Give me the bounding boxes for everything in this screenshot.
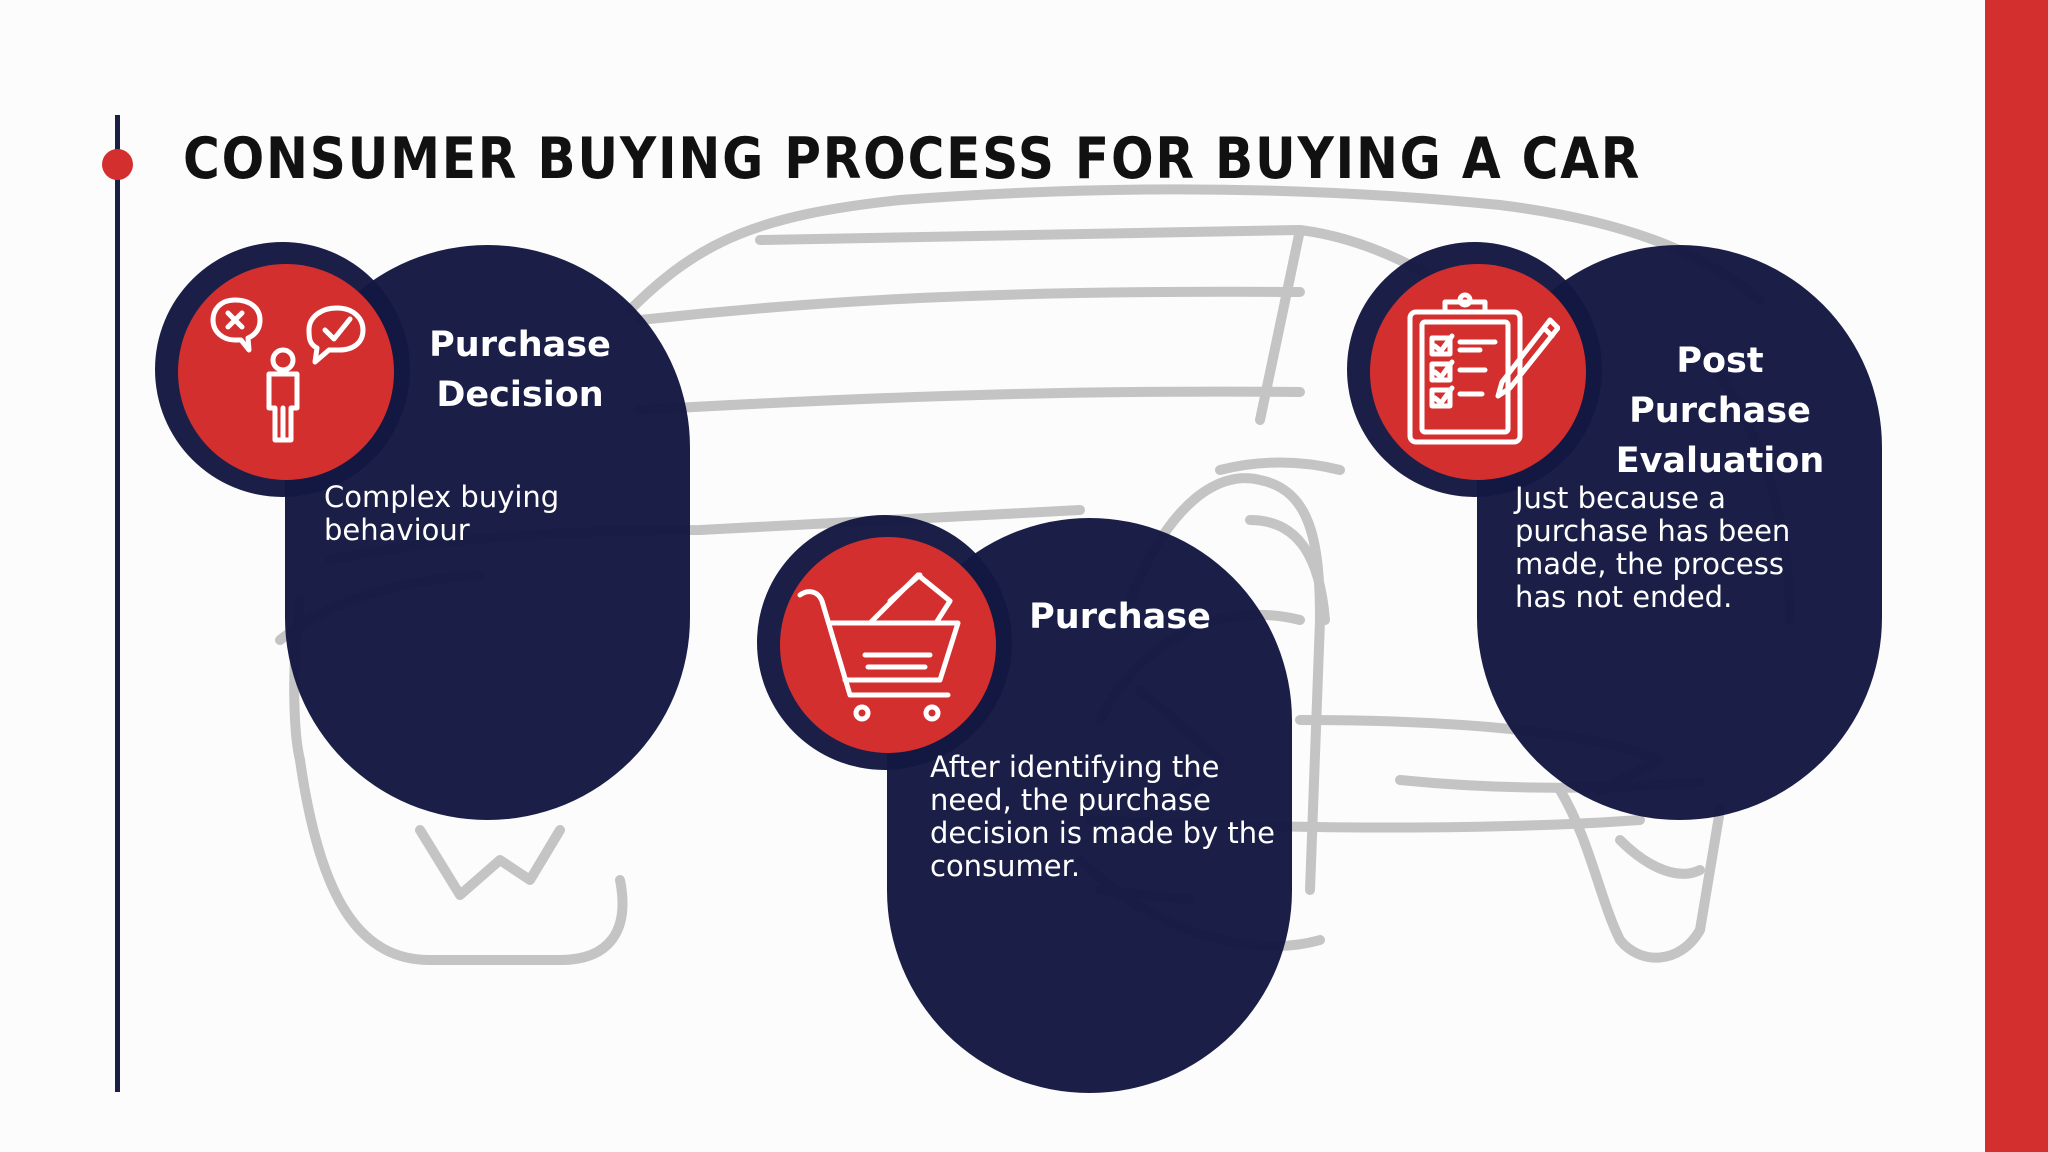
step-description: Complex buying behaviour [324,480,560,547]
timeline-dot [102,149,133,180]
page-title: CONSUMER BUYING PROCESS FOR BUYING A CAR [183,126,1642,192]
shopping-cart-icon [797,572,961,722]
step-title: Purchase Decision [400,320,640,420]
timeline-rule [115,115,120,1092]
step-title: Post Purchase Evaluation [1580,336,1860,486]
step-title-line-1: Post Purchase [1629,341,1811,431]
accent-side-bar [1985,0,2048,1152]
step-description: Just because a purchase has been made, t… [1515,481,1791,614]
step-title-line-1: Purchase [429,325,611,365]
step-title-line-2: Decision [436,375,604,415]
person-decision-icon [210,297,366,443]
step-title: Purchase [1029,597,1211,637]
icon-circle [780,537,996,753]
step-description: After identifying the need, the purchase… [930,750,1276,883]
step-title-line-2: Evaluation [1615,441,1825,481]
checklist-clipboard-icon [1407,292,1560,445]
